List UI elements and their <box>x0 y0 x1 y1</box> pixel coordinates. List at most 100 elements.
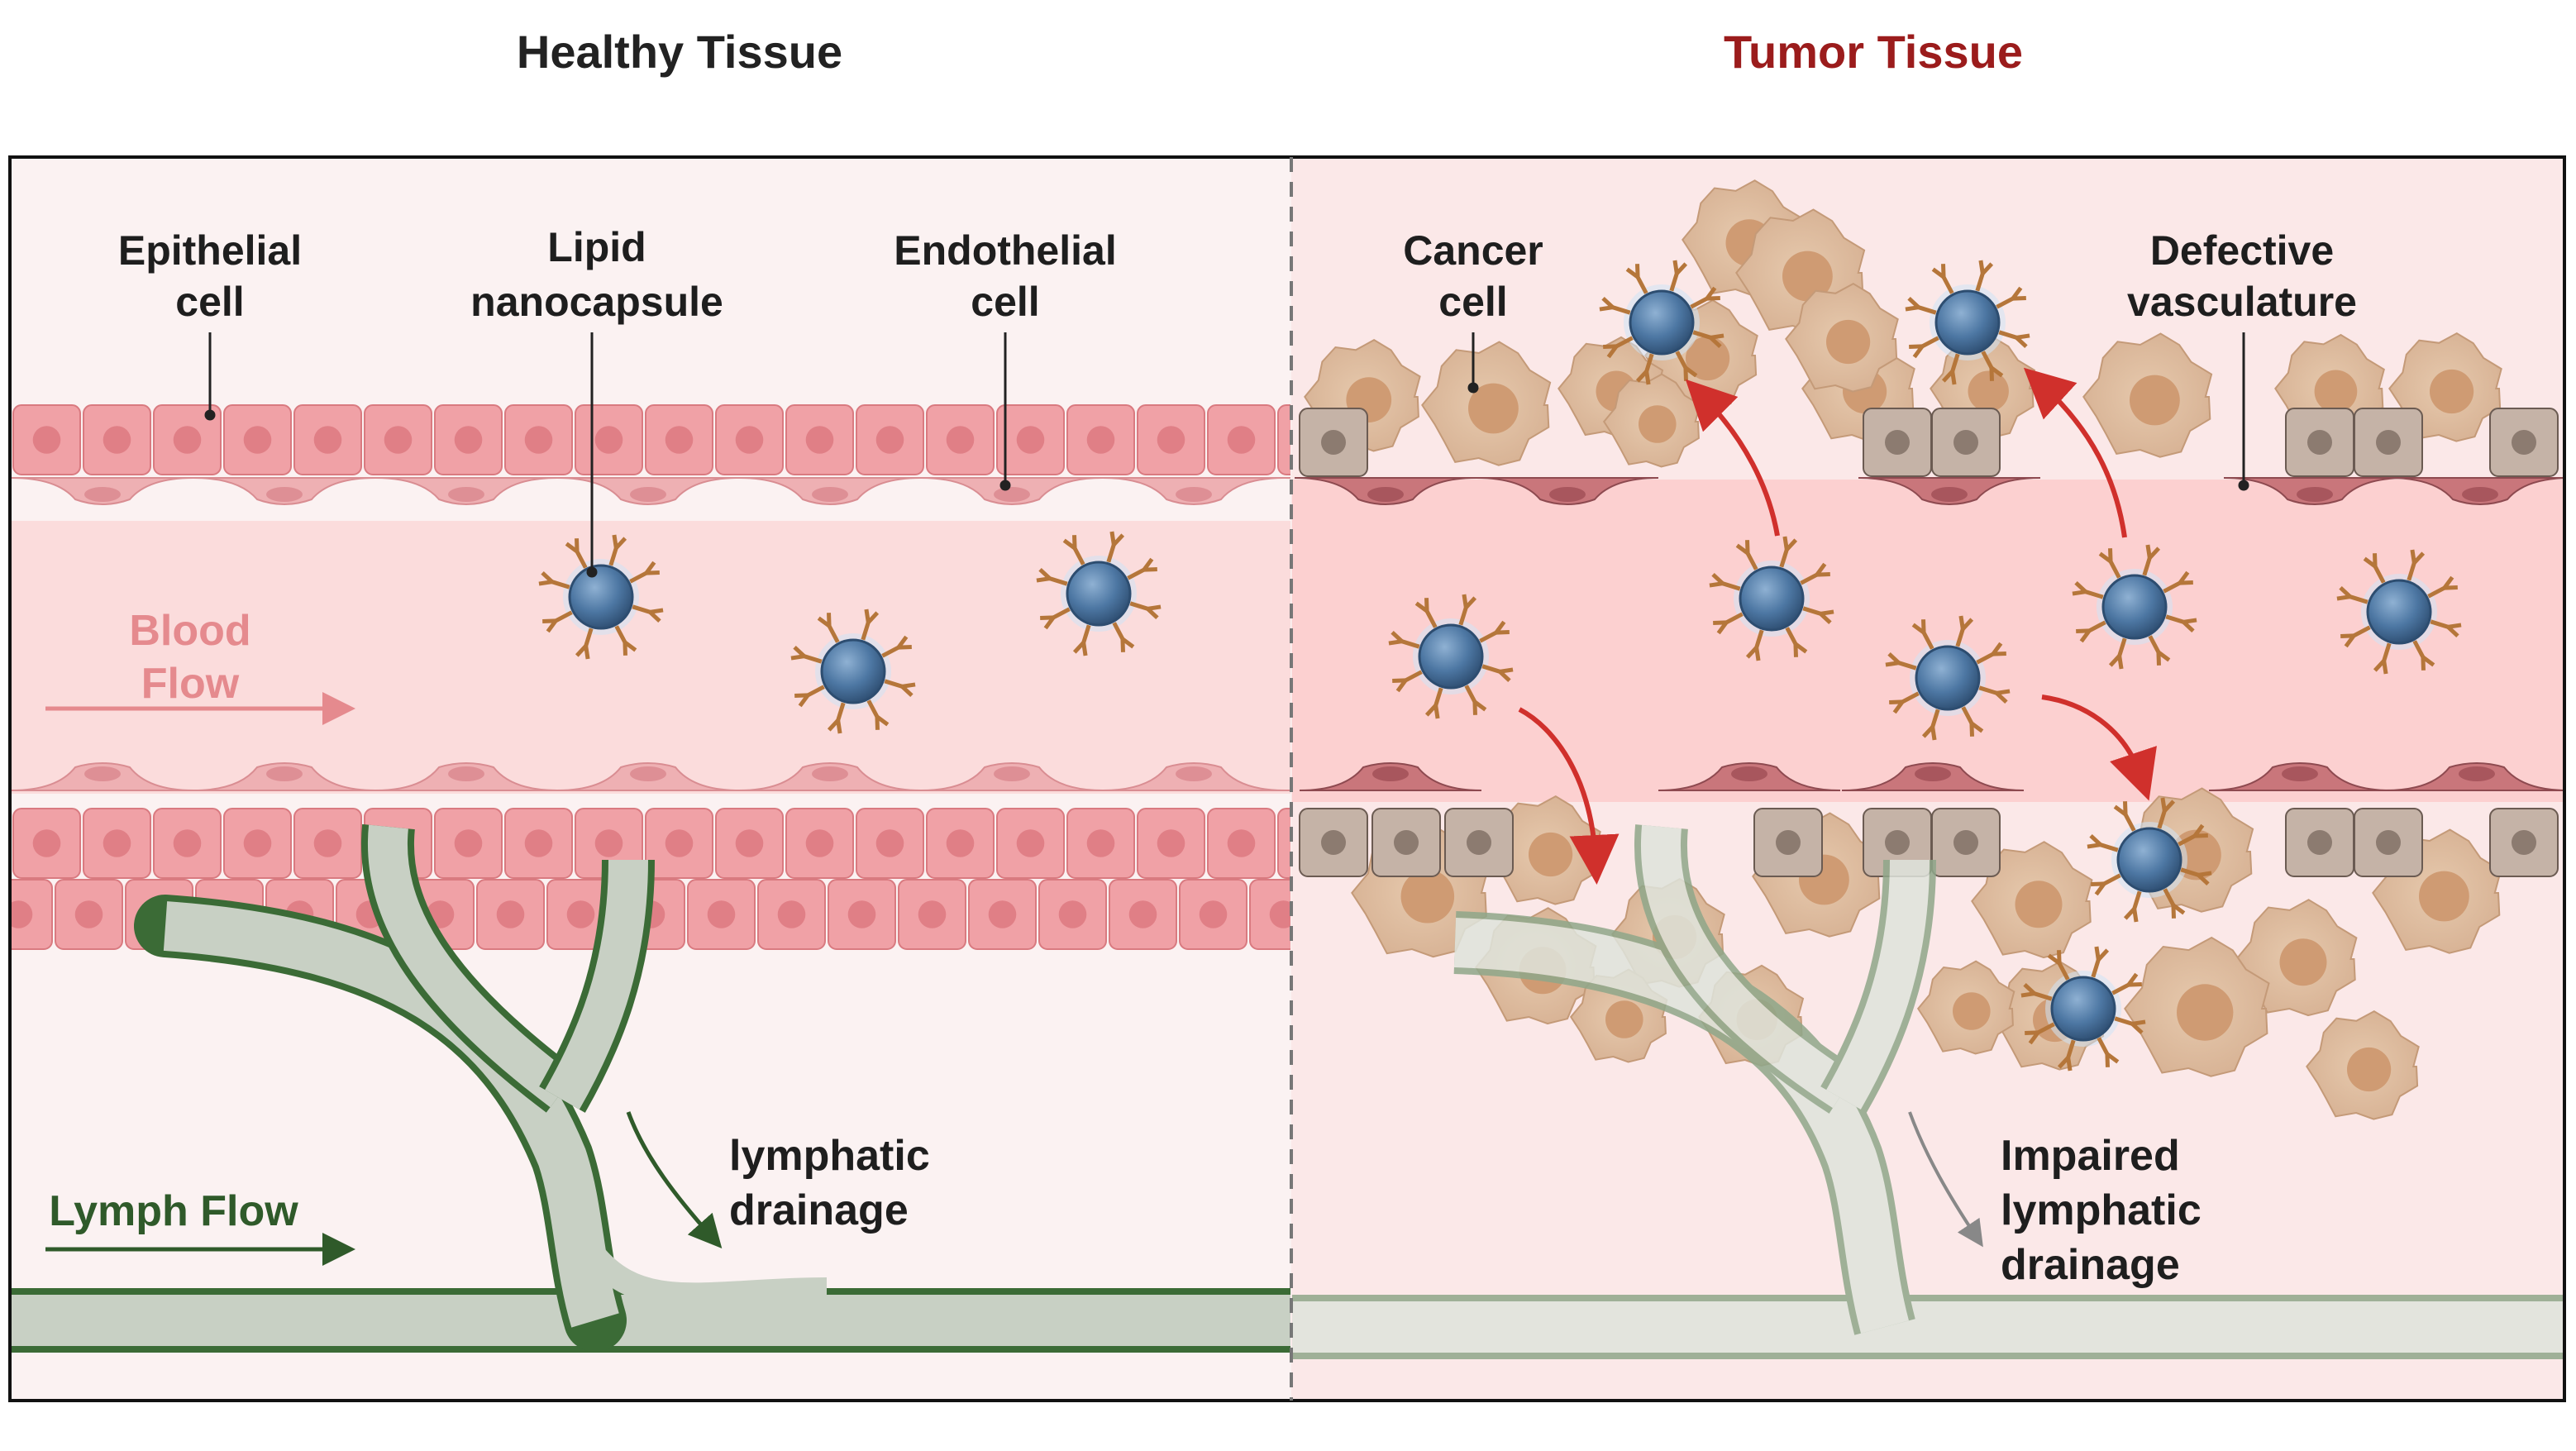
epithelial-cell <box>1207 404 1276 475</box>
cancer-cell <box>2306 1009 2420 1120</box>
extravasation-arrow <box>1518 707 1620 885</box>
epithelial-cell <box>364 404 432 475</box>
lipid-nanocapsule <box>2087 797 2212 923</box>
endothelial-cell <box>920 762 1104 791</box>
epithelial-cell <box>434 404 503 475</box>
epithelial-cell <box>1066 404 1135 475</box>
epithelial-cell <box>12 879 53 950</box>
epithelial-cell <box>1137 808 1205 879</box>
extravasation-arrows <box>1518 367 2157 885</box>
cancer-cell <box>1421 341 1552 466</box>
epithelial-cell <box>715 808 784 879</box>
epithelial-cell <box>293 404 362 475</box>
lipid-nanocapsule <box>1905 260 2030 385</box>
epithelial-cell <box>1277 404 1290 475</box>
endothelial-cell <box>374 477 558 505</box>
cancer-cell <box>1971 841 2093 959</box>
defective-endothelial-cell <box>2208 762 2392 791</box>
epithelial-cell <box>1207 808 1276 879</box>
epithelial-cell <box>1249 879 1290 950</box>
tumor-tissue-title: Tumor Tissue <box>1723 26 2023 78</box>
endothelial-layer-bottom <box>12 762 1290 791</box>
defective-endothelial-cell <box>2388 477 2564 505</box>
tumor-epithelial-cell <box>2489 808 2559 877</box>
endothelial-cell <box>1284 477 1290 480</box>
endothelial-cell <box>12 477 194 505</box>
epithelial-cell <box>153 404 222 475</box>
lipid-nanocapsule <box>1599 260 1724 385</box>
epithelial-cell <box>926 808 995 879</box>
lipid-nanocapsule <box>538 534 664 660</box>
tumor-epithelial-cell <box>1371 808 1441 877</box>
cancer-cell <box>1916 960 2015 1055</box>
epithelial-cell <box>575 404 643 475</box>
epithelial-cell <box>1179 879 1247 950</box>
defective-endothelial-cell <box>1658 762 1841 791</box>
epithelial-cell <box>55 879 123 950</box>
cancer-cell <box>2082 332 2213 458</box>
nanocapsules <box>538 260 2462 1072</box>
endothelial-cell <box>920 477 1104 505</box>
tumor-epithelial-cell <box>2489 408 2559 477</box>
lymphatic-drainage-arrow <box>626 1111 723 1248</box>
epithelial-cell <box>856 808 924 879</box>
epithelial-cell <box>898 879 966 950</box>
epithelial-cell <box>715 404 784 475</box>
defective-endothelial-cell <box>1299 762 1482 791</box>
epithelial-cell <box>12 404 81 475</box>
healthy-tissue-title: Healthy Tissue <box>516 26 843 78</box>
epithelial-cell <box>785 808 854 879</box>
lymph-flow-label: Lymph Flow <box>49 1187 298 1235</box>
epithelial-cell <box>1038 879 1107 950</box>
epithelial-cell <box>504 404 573 475</box>
tumor-epithelial-cell <box>1753 808 1823 877</box>
endothelial-cell <box>193 762 376 791</box>
endothelial-cell <box>374 762 558 791</box>
lipid-nanocapsule <box>1388 594 1514 719</box>
tumor-epithelial-cell <box>2354 808 2423 877</box>
leader-lines <box>204 332 2249 578</box>
cancer-cell <box>1785 282 1899 393</box>
defective-endothelial-cell <box>1294 477 1477 505</box>
endothelial-cell <box>12 762 194 791</box>
epithelial-cell <box>856 404 924 475</box>
endothelial-cell <box>556 477 740 505</box>
lipid-nanocapsule <box>1036 531 1162 656</box>
tumor-epithelial-cell <box>1863 408 1932 477</box>
defective-endothelial-cell <box>1841 762 2025 791</box>
epithelial-cell <box>926 404 995 475</box>
defective-endothelial-cell <box>1858 477 2041 505</box>
epithelial-cell <box>968 879 1037 950</box>
epithelial-cell <box>1109 879 1177 950</box>
lipid-nanocapsule <box>2072 544 2197 670</box>
epithelial-cell <box>153 808 222 879</box>
epithelial-cell <box>476 879 545 950</box>
epithelial-cell <box>645 808 713 879</box>
lipid-nanocapsule <box>1709 536 1834 661</box>
epithelial-cell <box>828 879 896 950</box>
extravasation-arrow <box>2041 694 2157 801</box>
epithelial-cell <box>434 808 503 879</box>
epithelial-cell <box>12 808 81 879</box>
extravasation-arrow <box>2023 367 2127 538</box>
lipid-nanocapsule <box>790 609 916 734</box>
lipid-nanocapsule <box>2336 549 2462 675</box>
epithelial-cell <box>996 808 1065 879</box>
endothelial-cell <box>1102 762 1286 791</box>
cancer-cell <box>2124 936 2270 1077</box>
tumor-epithelial-cell <box>1299 808 1368 877</box>
epithelial-cell <box>687 879 756 950</box>
tumor-epithelial-cell <box>1931 408 2001 477</box>
defective-endothelial-cell <box>2223 477 2407 505</box>
epithelial-cell-layer-top <box>12 404 1290 475</box>
epithelial-cell <box>785 404 854 475</box>
defective-endothelial-cell <box>2385 762 2564 791</box>
